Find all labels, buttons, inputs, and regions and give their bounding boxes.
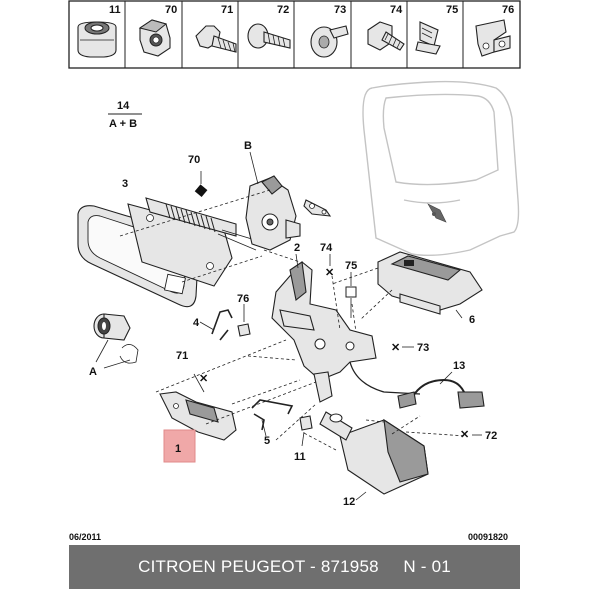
callout-73: 73: [417, 342, 429, 354]
footer-bar: [69, 545, 520, 589]
rivet-icon: [310, 25, 349, 58]
x-marker-73: ✕: [391, 342, 400, 354]
header-part-number-72: 72: [277, 4, 289, 16]
bracket-b-part: [245, 151, 332, 251]
x-marker-74: ✕: [325, 267, 334, 279]
clip-76-part: [237, 304, 251, 337]
self-tapping-screw-icon: [367, 21, 405, 51]
fastener-markers: ✕ ✕ ✕ ✕: [199, 254, 482, 441]
screw-icon: [247, 23, 291, 49]
callout-b: B: [244, 140, 252, 152]
wiring-harness-part: [397, 371, 485, 409]
header-part-number-70: 70: [165, 4, 177, 16]
header-part-number-11: 11: [109, 4, 121, 16]
x-marker-72: ✕: [460, 429, 469, 441]
diagram-doc-number: 00091820: [468, 532, 508, 542]
callout-3: 3: [122, 178, 128, 190]
clip-11-part: [299, 415, 313, 447]
header-part-number-73: 73: [334, 4, 346, 16]
callout-12: 12: [343, 496, 355, 508]
callout-6: 6: [469, 314, 475, 326]
callout-74: 74: [320, 242, 333, 254]
rod-4-part: [199, 309, 233, 341]
callout-72: 72: [485, 430, 497, 442]
callout-2: 2: [294, 242, 300, 254]
callout-75: 75: [345, 260, 357, 272]
callout-1: 1: [175, 443, 181, 455]
header-part-number-75: 75: [446, 4, 458, 16]
cylinder-a-part: [93, 313, 139, 369]
hex-nut-icon: [138, 19, 171, 57]
rod-5-part: [251, 399, 294, 437]
clip-nut-icon: [77, 21, 117, 58]
bolt-icon: [195, 25, 237, 53]
part-1-highlight: [163, 429, 196, 463]
callout-71: 71: [176, 350, 188, 362]
callout-13: 13: [453, 360, 465, 372]
header-part-number-74: 74: [390, 4, 403, 16]
push-clip-icon: [415, 21, 441, 55]
bracket-clip-icon: [475, 19, 511, 57]
parts-header-strip: 11 70 71 72 73 74 75 76: [68, 0, 521, 69]
marker-75-box: [345, 286, 357, 298]
nut-70-part: [194, 171, 208, 198]
lock-mechanism-part: [271, 253, 421, 403]
striker-6-part: [377, 251, 483, 319]
footer-caption: CITROEN PEUGEOT - 871958 N - 01: [138, 557, 451, 576]
callout-11: 11: [294, 451, 306, 463]
callout-labels: 70 B 3 2 74 75 6 76 4 73 71 13 A 1 5 11 …: [89, 140, 497, 508]
ref-a-plus-b-label: A + B: [109, 118, 137, 130]
callout-4: 4: [193, 317, 200, 329]
callout-76: 76: [237, 293, 249, 305]
assembly-dashed-lines: [119, 189, 467, 451]
x-marker-71: ✕: [199, 373, 208, 385]
diagram-date: 06/2011: [69, 532, 101, 542]
ref-14-label: 14: [117, 100, 130, 112]
callout-a: A: [89, 366, 97, 378]
rear-tailgate-outline: [362, 80, 520, 257]
header-part-number-76: 76: [502, 4, 514, 16]
callout-5: 5: [264, 435, 270, 447]
actuator-bracket-part: [159, 373, 237, 441]
actuator-motor-part: [319, 411, 429, 501]
reference-note: 14 A + B: [108, 100, 142, 130]
exterior-handle-part: [77, 197, 263, 308]
callout-70: 70: [188, 154, 200, 166]
header-part-number-71: 71: [221, 4, 233, 16]
